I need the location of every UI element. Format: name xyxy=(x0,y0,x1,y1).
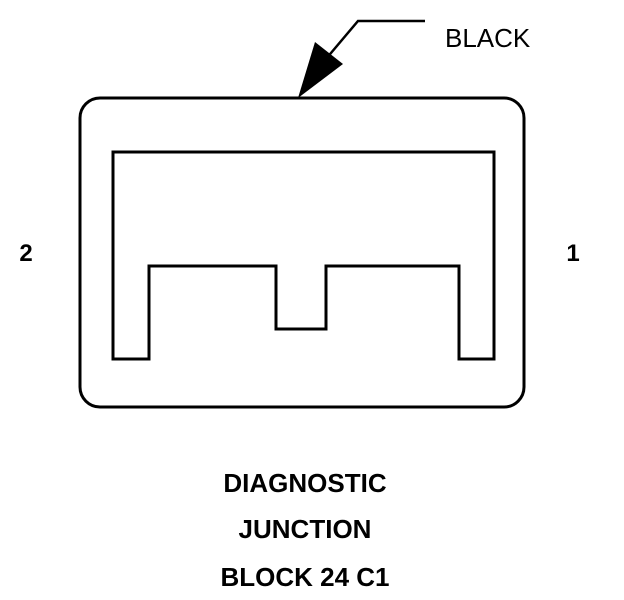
caption-line-1: DIAGNOSTIC xyxy=(223,468,386,498)
connector-color-label: BLACK xyxy=(445,23,531,53)
color-leader-arrowhead xyxy=(298,42,343,98)
pin-label-1: 1 xyxy=(566,240,579,267)
pin-label-2: 2 xyxy=(19,240,32,267)
caption-line-2: JUNCTION xyxy=(239,514,372,544)
connector-housing xyxy=(78,96,526,409)
caption-line-3: BLOCK 24 C1 xyxy=(220,562,389,592)
connector-cavity xyxy=(111,150,496,361)
color-leader-line xyxy=(319,19,425,67)
